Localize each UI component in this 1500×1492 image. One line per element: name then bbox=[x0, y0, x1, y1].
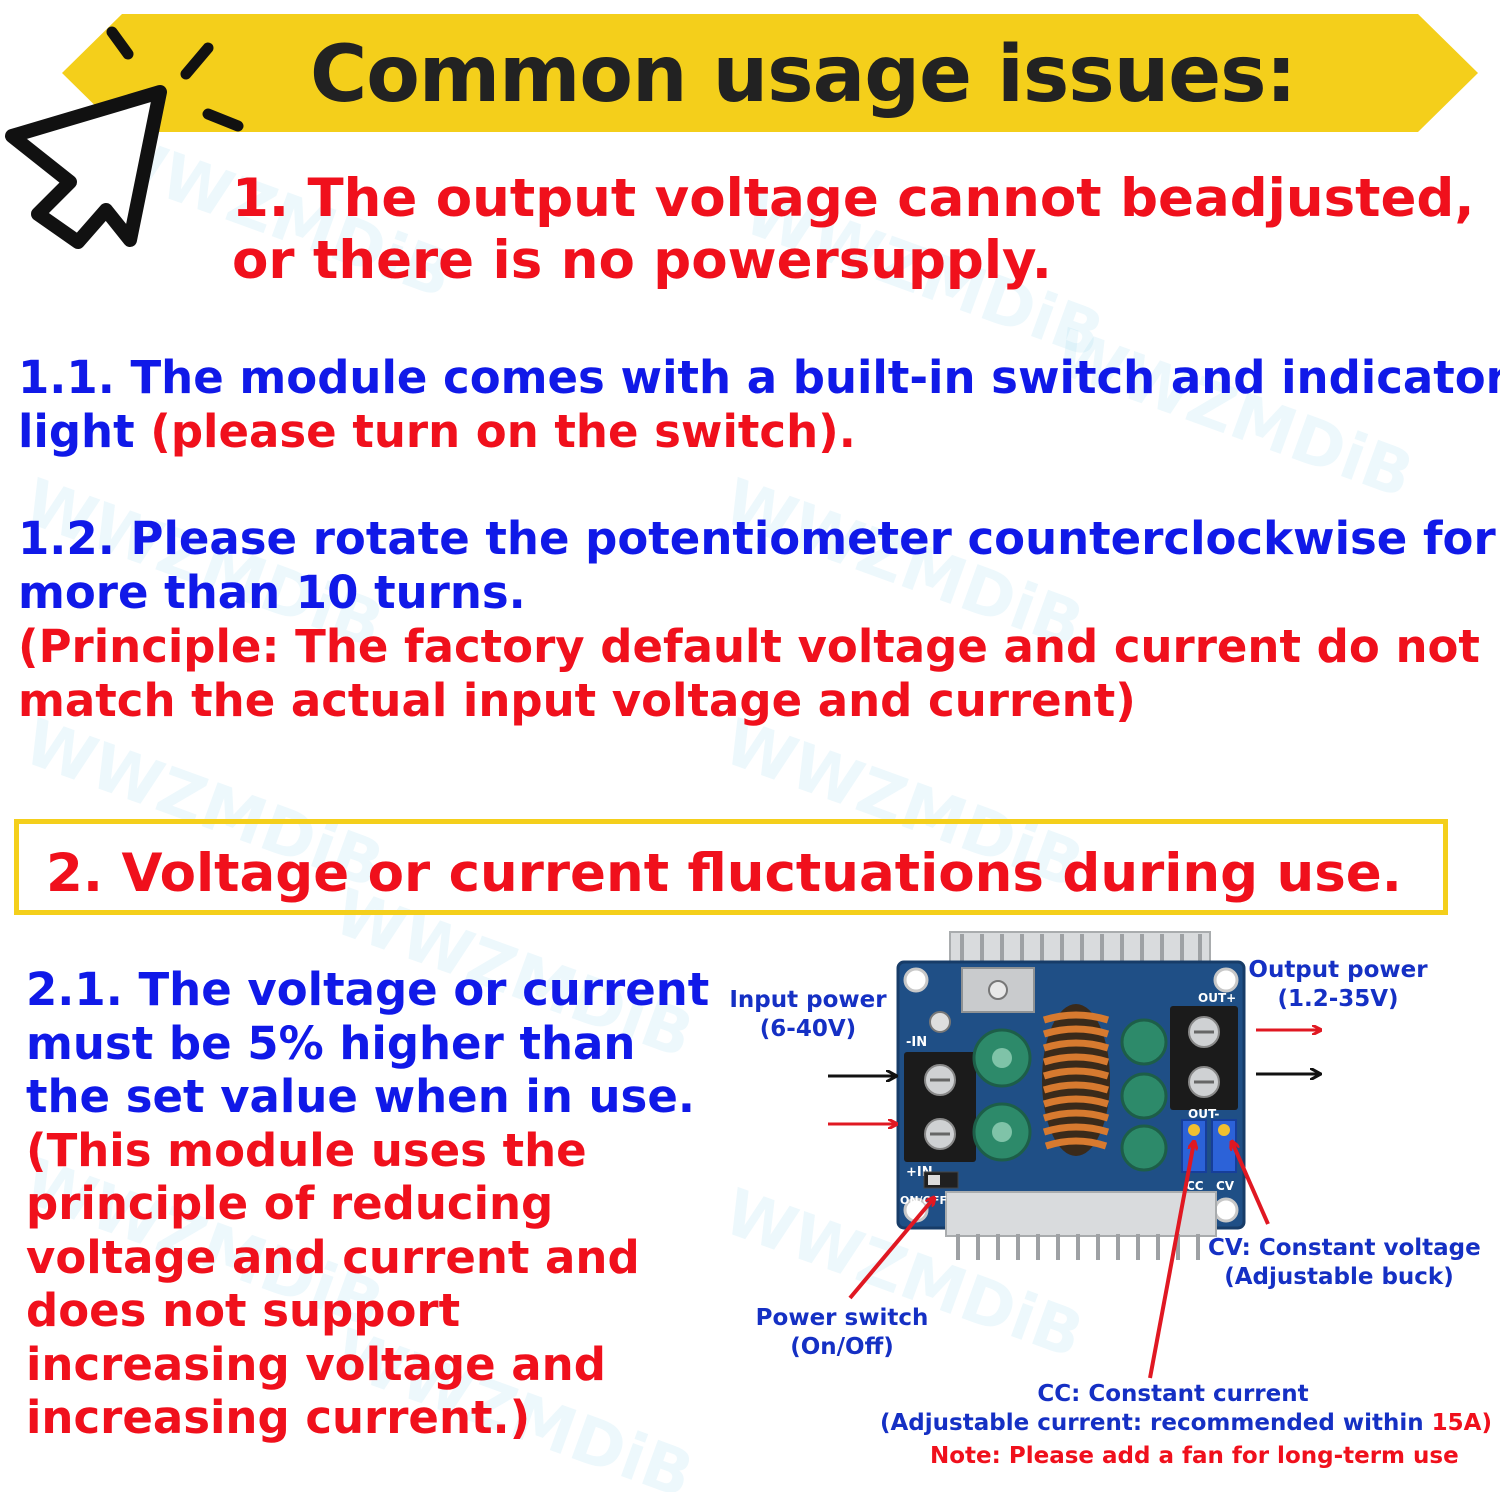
item1-line2-red: (please turn on the switch). bbox=[150, 405, 856, 458]
bottom-heatsink bbox=[945, 1191, 1217, 1260]
watermark-text: WWZMDiB bbox=[1045, 315, 1423, 513]
banner-shape bbox=[62, 14, 1478, 132]
section2-red-line: increasing voltage and bbox=[26, 1337, 606, 1391]
section2-red-line: (This module uses the bbox=[26, 1123, 587, 1177]
output-terminal bbox=[1170, 1006, 1238, 1110]
section2-heading: 2. Voltage or current fluctuations durin… bbox=[46, 843, 1402, 904]
section2-red-line: principle of reducing bbox=[26, 1177, 554, 1230]
board-mark-in-minus: -IN bbox=[906, 1035, 927, 1050]
output-power-label: Output power (1.2-35V) bbox=[1248, 957, 1428, 1012]
header-banner bbox=[62, 14, 1478, 132]
board-mark-out-minus: OUT- bbox=[1188, 1107, 1219, 1121]
item1-line2-blue: light bbox=[18, 405, 135, 458]
switch-pointer-arrow bbox=[848, 1198, 934, 1300]
item2-line3: (Principle: The factory default voltage … bbox=[18, 620, 1480, 673]
board-mark-out-plus: OUT+ bbox=[1198, 991, 1236, 1005]
page-title: Common usage issues: bbox=[310, 30, 1297, 120]
item2-line1: 1.2. Please rotate the potentiometer cou… bbox=[18, 512, 1496, 565]
section2-blue-line: the set value when in use. bbox=[26, 1070, 695, 1123]
item1-line1: 1.1. The module comes with a built-in sw… bbox=[18, 351, 1500, 404]
board-mark-on-off: ON/OFF bbox=[900, 1194, 947, 1207]
section2-blue-line: 2.1. The voltage or current bbox=[26, 963, 710, 1016]
input-power-label: Input power (6-40V) bbox=[729, 987, 887, 1042]
cc-pointer-arrow bbox=[1148, 1142, 1194, 1379]
item2-line4: match the actual input voltage and curre… bbox=[18, 674, 1136, 727]
item1-line2: light (please turn on the switch). bbox=[18, 405, 856, 459]
input-terminal bbox=[904, 1052, 976, 1162]
cv-label: CV: Constant voltage (Adjustable buck) bbox=[1208, 1235, 1481, 1290]
section2-red-line: voltage and current and bbox=[26, 1230, 640, 1284]
section2-red-line: does not support bbox=[26, 1284, 461, 1337]
section2-blue-line: must be 5% higher than bbox=[26, 1016, 636, 1070]
section2-heading-box bbox=[14, 819, 1448, 915]
inductor-coil bbox=[1042, 1004, 1110, 1156]
board-mark-cc: CC bbox=[1186, 1179, 1204, 1193]
module-diagram: -IN +IN ON/OFF OUT+ OUT- bbox=[828, 931, 1500, 1379]
section1-heading-line1: 1. The output voltage cannot beadjusted, bbox=[232, 168, 1475, 229]
cv-pointer-arrow bbox=[1232, 1142, 1270, 1225]
cursor-click-icon bbox=[5, 26, 244, 249]
capacitors bbox=[972, 1018, 1168, 1172]
section2-text: 2.1. The voltage or current must be 5% h… bbox=[26, 963, 709, 1445]
section1-heading-line2: or there is no powersupply. bbox=[232, 230, 1052, 291]
fan-note: Note: Please add a fan for long-term use bbox=[930, 1443, 1459, 1469]
cc-label: CC: Constant current (Adjustable current… bbox=[880, 1381, 1492, 1436]
power-switch-label: Power switch (On/Off) bbox=[755, 1305, 929, 1360]
item2-line2: more than 10 turns. bbox=[18, 566, 526, 619]
board-mark-cv: CV bbox=[1216, 1179, 1235, 1193]
section2-red-line: increasing current.) bbox=[26, 1391, 531, 1444]
